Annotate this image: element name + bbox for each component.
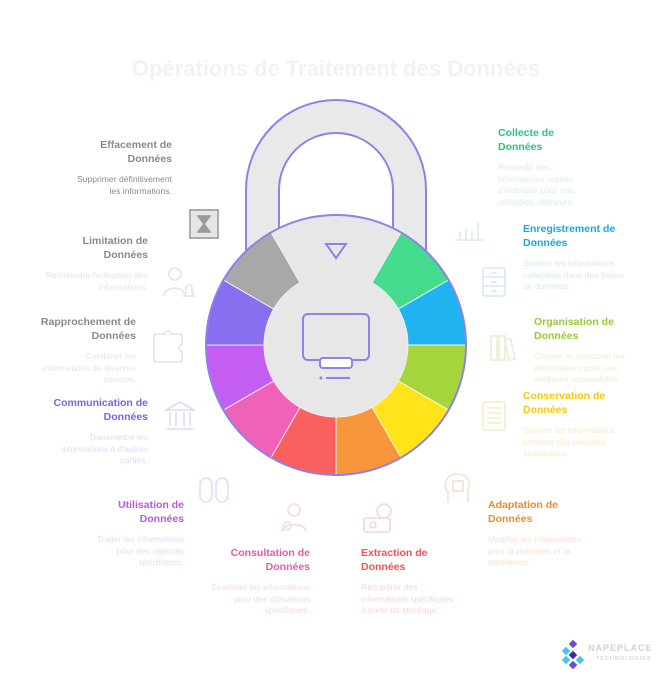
puzzle-icon xyxy=(153,330,183,363)
operation-title: Limitation de Données xyxy=(82,235,148,261)
operation-title: Collecte de Données xyxy=(498,127,555,153)
file-cabinet-icon xyxy=(482,267,506,297)
person-bell-icon xyxy=(163,267,196,297)
operation-description: Supprimer définitivement les information… xyxy=(76,174,172,196)
brand-name: NAPEPLACE xyxy=(588,643,653,653)
operation-description: Traiter les informations pour des object… xyxy=(96,534,184,567)
operation-description: Modifier les informations pour la précis… xyxy=(488,534,582,567)
building-icon xyxy=(162,401,198,430)
document-icon xyxy=(482,401,506,431)
head-cube-icon xyxy=(444,473,471,502)
operation-description: Récupérer des informations spécifiques à… xyxy=(361,582,454,615)
operation-title: Utilisation de Données xyxy=(118,499,184,525)
operation-description: Stocker les informations pendant des pér… xyxy=(523,425,615,458)
lock-outline xyxy=(205,214,467,476)
operation-description: Stocker les informations collectées dans… xyxy=(523,258,624,291)
operation-description: Examiner les informations pour des utili… xyxy=(211,582,310,615)
operation-title: Organisation de Données xyxy=(534,316,614,342)
operation-title: Adaptation de Données xyxy=(488,499,558,525)
hourglass-icon xyxy=(189,209,219,239)
padlock-center xyxy=(264,273,408,417)
padlock-segments xyxy=(205,214,467,476)
center-icons xyxy=(302,243,370,380)
chain-link-icon xyxy=(199,477,229,503)
dollar-box-icon xyxy=(363,503,392,533)
lock-top-body xyxy=(271,215,401,283)
brand-logo xyxy=(560,639,586,675)
consultant-icon xyxy=(281,503,307,533)
operation-description: Transmettre les informations à d'autres … xyxy=(61,432,148,465)
operation-title: Extraction de Données xyxy=(361,547,428,573)
operation-title: Effacement de Données xyxy=(100,139,172,165)
operation-title: Rapprochement de Données xyxy=(40,316,136,342)
operation-description: Combiner les informations de diverses so… xyxy=(42,351,136,384)
brand-subtitle: TECHNOLOGIES xyxy=(596,656,652,662)
bar-chart-icon xyxy=(456,222,484,241)
operation-description: Recueillir des informations auprès d'ind… xyxy=(498,162,575,207)
operation-title: Communication de Données xyxy=(53,397,148,423)
operation-title: Conservation de Données xyxy=(523,390,606,416)
padlock-shackle xyxy=(245,99,427,256)
triangle-down-icon xyxy=(324,243,348,260)
books-icon xyxy=(490,335,516,362)
operation-title: Consultation de Données xyxy=(230,547,310,573)
operation-description: Classer et structurer les informations p… xyxy=(534,351,625,384)
page-title: Opérations de Traitement des Données xyxy=(131,56,541,81)
operation-description: Restreindre l'utilisation des informatio… xyxy=(45,270,148,292)
monitor-icon xyxy=(302,313,370,380)
operation-title: Enregistrement de Données xyxy=(523,223,616,249)
